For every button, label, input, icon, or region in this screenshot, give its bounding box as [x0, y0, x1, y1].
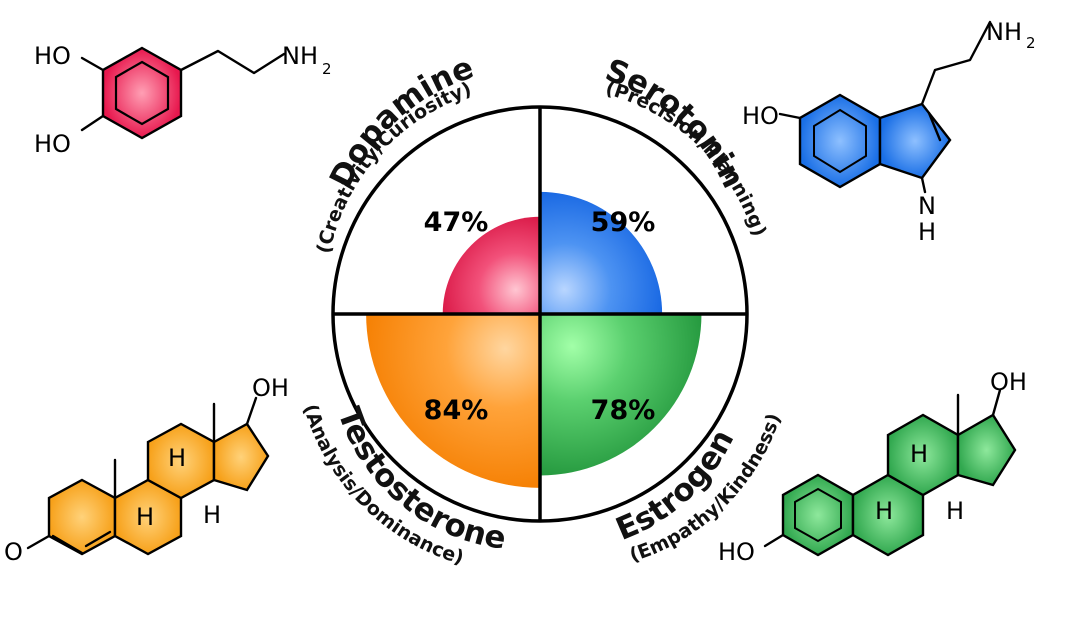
serotonin-nh-sub: 2	[1026, 34, 1036, 52]
estrogen-h1: H	[910, 440, 928, 468]
testosterone-molecule-icon: OH O H H H	[4, 374, 289, 566]
serotonin-wedge	[540, 191, 663, 314]
dopamine-wedge	[442, 216, 540, 314]
estrogen-molecule-icon: OH HO H H H	[718, 368, 1027, 566]
estrogen-h2: H	[875, 497, 893, 525]
testosterone-h2: H	[136, 503, 154, 531]
estrogen-wedge	[540, 314, 702, 476]
testosterone-value-label: 84%	[424, 395, 489, 426]
testosterone-h1: H	[168, 444, 186, 472]
testosterone-oh: OH	[252, 374, 289, 402]
testosterone-h3: H	[203, 501, 221, 529]
dopamine-nh: NH	[282, 42, 318, 70]
serotonin-n: N	[918, 192, 936, 220]
estrogen-oh: OH	[990, 368, 1027, 396]
polar-area-chart: 47% 59% 78% 84% Dopamine (Creativity/Cur…	[299, 50, 785, 569]
estrogen-ho: HO	[718, 538, 755, 566]
dopamine-molecule-icon: HO HO NH 2	[34, 42, 332, 158]
serotonin-ho: HO	[742, 102, 779, 130]
estrogen-value-label: 78%	[591, 395, 656, 426]
serotonin-nh: NH	[986, 18, 1022, 46]
serotonin-h: H	[918, 218, 936, 246]
serotonin-molecule-icon: HO NH 2 N H	[742, 18, 1036, 246]
estrogen-h3: H	[946, 497, 964, 525]
serotonin-value-label: 59%	[591, 207, 656, 238]
dopamine-nh-sub: 2	[322, 60, 332, 78]
dopamine-value-label: 47%	[424, 207, 489, 238]
testosterone-o: O	[4, 538, 23, 566]
testosterone-wedge	[366, 314, 540, 488]
dopamine-ho-bottom: HO	[34, 130, 71, 158]
dopamine-ho-top: HO	[34, 42, 71, 70]
